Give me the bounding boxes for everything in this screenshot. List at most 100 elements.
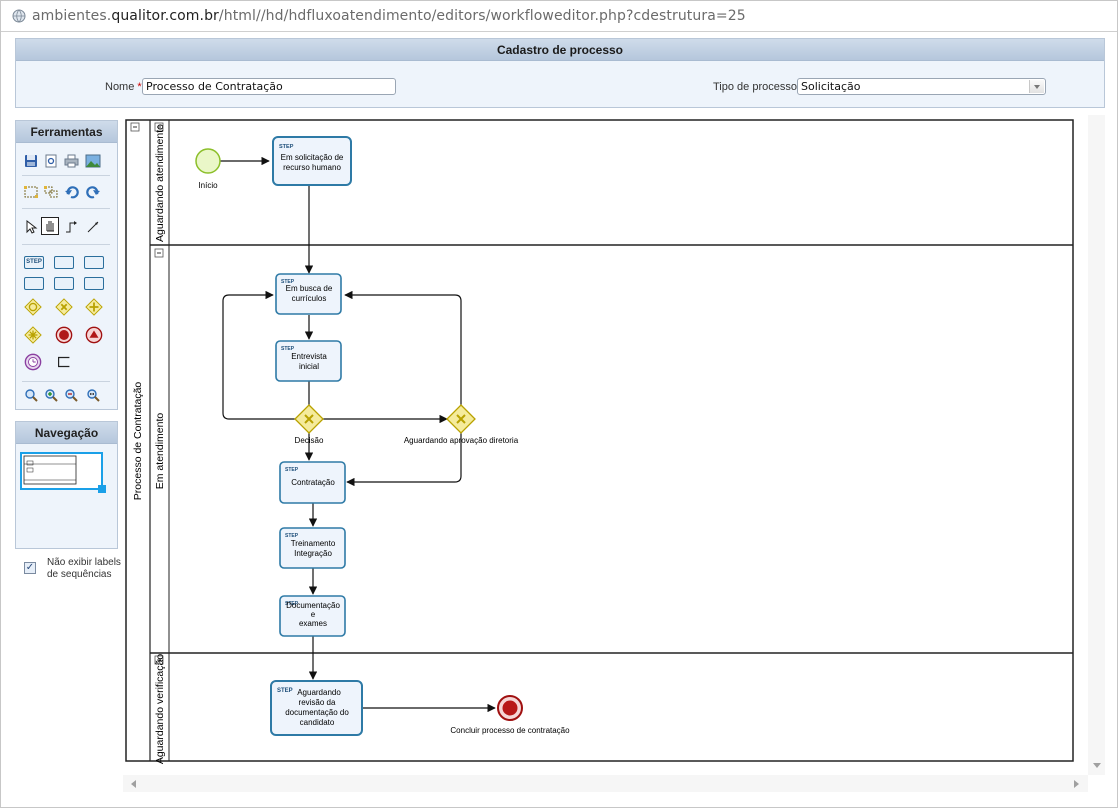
task-hiring[interactable]: STEP Contratação [279,461,346,504]
svg-text:Entrevista: Entrevista [291,352,327,361]
scroll-right-icon[interactable] [1074,780,1079,788]
svg-text:Treinamento: Treinamento [291,539,336,548]
svg-text:Em solicitação de: Em solicitação de [281,153,344,162]
svg-text:STEP: STEP [279,144,294,150]
lane2-collapse-icon[interactable] [154,248,164,258]
task-documentation[interactable]: STEP Documentação e exames [279,595,346,637]
navigation-resize-handle[interactable] [98,485,106,493]
lane-label-attending: Em atendimento [154,413,166,490]
svg-text:Em busca de: Em busca de [286,284,333,293]
message-task-icon[interactable] [84,277,104,290]
sequence-flows[interactable] [220,156,496,713]
end-event-label: Concluir processo de contratação [450,726,570,735]
svg-text:STEP: STEP [277,688,293,694]
svg-text:STEP: STEP [281,346,295,352]
undo-icon[interactable] [63,183,81,201]
gateway-exclusive-icon[interactable] [55,298,73,316]
hand-icon[interactable] [41,217,59,235]
svg-text:Contratação: Contratação [291,478,335,487]
gateway-approval-label: Aguardando aprovação diretoria [404,436,519,445]
name-input[interactable]: Processo de Contratação [142,78,396,95]
user-task-icon[interactable] [54,256,74,269]
script-task-icon[interactable] [54,277,74,290]
svg-text:e: e [311,610,316,619]
gateway-complex-icon[interactable] [24,326,42,344]
lane3-collapse-icon[interactable] [154,655,164,665]
minimap-preview [23,455,77,485]
pointer-icon[interactable] [22,218,40,236]
escalation-event-icon[interactable] [85,326,103,344]
type-label: Tipo de processo *: [713,81,807,93]
bpmn-diagram[interactable]: Processo de Contratação Aguardando atend… [123,115,1105,765]
gateway-parallel-icon[interactable] [85,298,103,316]
address-bar[interactable]: ambientes.qualitor.com.br/html//hd/hdflu… [0,0,1118,32]
print-icon[interactable] [62,152,80,170]
gateway-decision[interactable] [294,404,324,434]
svg-text:STEP: STEP [285,467,299,473]
chevron-down-icon[interactable] [1029,80,1044,93]
line-icon[interactable] [84,218,102,236]
tools-title: Ferramentas [16,121,117,143]
name-label: Nome *: [105,81,145,93]
start-event[interactable] [195,148,221,174]
end-event[interactable] [497,695,523,721]
task-document-review[interactable]: STEP Aguardando revisão da documentação … [270,680,363,736]
pool-label: Processo de Contratação [132,382,144,501]
svg-text:documentação do: documentação do [285,708,349,717]
redo-icon[interactable] [84,183,102,201]
task-resource-request[interactable]: STEP Em solicitação de recurso humano [272,136,352,186]
type-select[interactable]: Solicitação [797,78,1046,95]
end-event-icon[interactable] [55,326,73,344]
navigation-panel: Navegação [15,421,118,549]
service-task-icon[interactable] [24,277,44,290]
svg-text:STEP: STEP [285,601,299,607]
save-icon[interactable] [22,152,40,170]
gateway-decision-label: Decisão [295,436,324,445]
navigation-title: Navegação [16,422,117,444]
ungroup-icon[interactable] [42,183,60,201]
group-icon[interactable] [22,183,40,201]
navigation-viewport[interactable] [20,452,106,493]
svg-text:Integração: Integração [294,549,332,558]
svg-text:currículos: currículos [292,294,327,303]
type-select-value: Solicitação [801,80,861,93]
tools-panel: Ferramentas STEP [15,120,118,410]
zoom-out-icon[interactable] [62,386,80,404]
globe-icon [12,9,26,23]
svg-text:exames: exames [299,619,327,628]
pool[interactable] [125,119,1074,762]
hide-labels-label: Não exibir labels de sequências [47,557,121,580]
gateway-event-icon[interactable] [24,298,42,316]
step-tool-button[interactable]: STEP [24,256,44,269]
process-title: Cadastro de processo [16,39,1104,61]
zoom-in-icon[interactable] [42,386,60,404]
svg-text:Aguardando: Aguardando [297,688,341,697]
manual-task-icon[interactable] [84,256,104,269]
task-training[interactable]: STEP Treinamento Integração [279,527,346,569]
annotation-icon[interactable] [55,353,73,371]
task-resume-search[interactable]: STEP Em busca de currículos [275,273,342,315]
lane1-collapse-icon[interactable] [154,122,164,132]
vertical-scrollbar[interactable] [1088,115,1105,775]
pool-collapse-icon[interactable] [130,122,140,132]
preview-icon[interactable] [42,152,60,170]
hide-labels-checkbox[interactable]: ✓ [24,562,36,574]
diagram-canvas[interactable]: Processo de Contratação Aguardando atend… [123,115,1105,765]
url-text[interactable]: ambientes.qualitor.com.br/html//hd/hdflu… [32,8,746,24]
lane-label-waiting: Aguardando atendimento [154,124,166,242]
scroll-left-icon[interactable] [131,780,136,788]
process-header: Cadastro de processo Nome *: Processo de… [15,38,1105,108]
svg-text:Documentação: Documentação [286,601,340,610]
svg-text:recurso humano: recurso humano [283,163,341,172]
gateway-approval[interactable] [446,404,476,434]
scroll-down-icon[interactable] [1093,763,1101,768]
timer-event-icon[interactable] [24,353,42,371]
lane-label-verification: Aguardando verificação [154,654,166,764]
svg-text:inicial: inicial [299,362,319,371]
task-initial-interview[interactable]: STEP Entrevista inicial [275,340,342,382]
horizontal-scrollbar[interactable] [123,775,1088,792]
zoom-actual-icon[interactable] [84,386,102,404]
zoom-icon[interactable] [22,386,40,404]
connector-icon[interactable] [62,218,80,236]
image-icon[interactable] [84,152,102,170]
